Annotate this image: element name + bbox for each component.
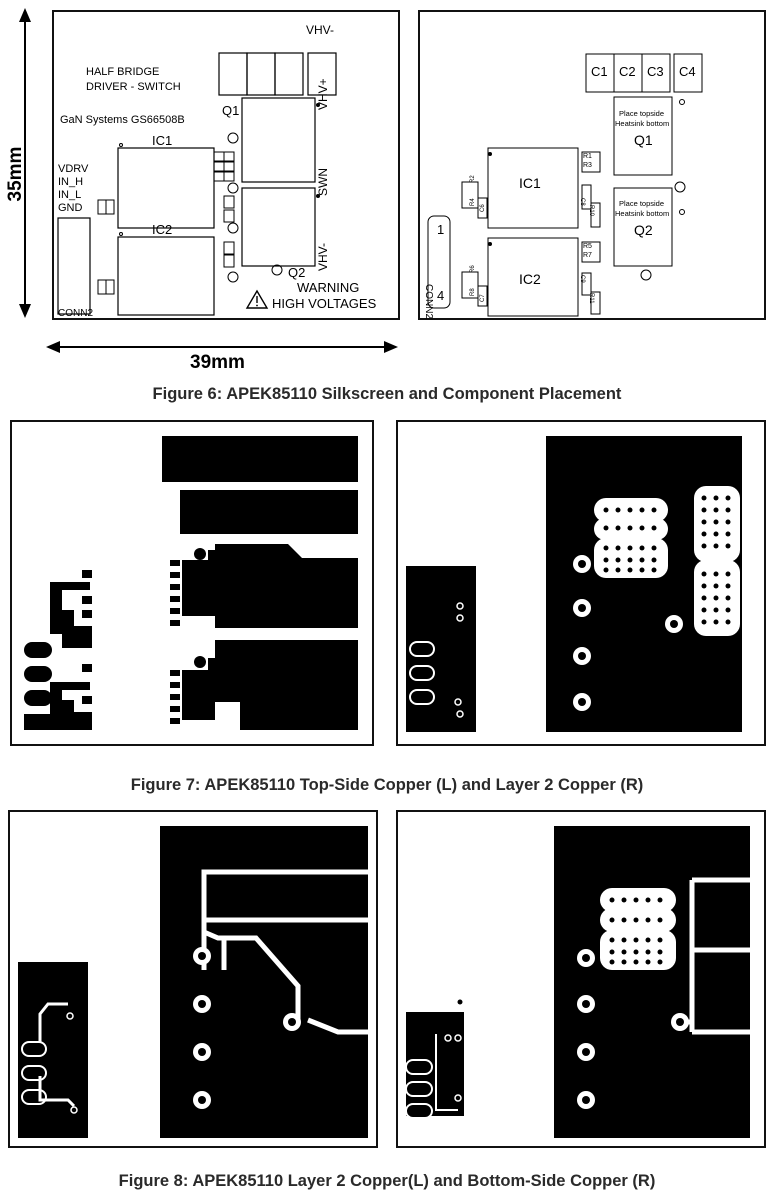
connector-label: CONN2 — [58, 308, 94, 319]
res-label-r5: R5 — [583, 243, 592, 250]
q2-label: Q2 — [288, 265, 306, 280]
figure8-caption: Figure 8: APEK85110 Layer 2 Copper(L) an… — [118, 1172, 656, 1190]
q2-placement-label: Q2 — [634, 222, 653, 238]
place-note-q1-line2: Heatsink bottom — [615, 119, 670, 128]
bottom-side-copper-drawing — [405, 826, 750, 1138]
ic2-label: IC2 — [152, 222, 173, 237]
bottom-side-copper-panel — [396, 810, 766, 1148]
placement-board — [418, 10, 766, 320]
layer2-copper-panel-left — [8, 810, 378, 1148]
placement-drawing — [427, 53, 703, 317]
q1-placement-label: Q1 — [634, 132, 653, 148]
res-label-r2: R2 — [470, 175, 476, 183]
res-label-r6: R6 — [470, 265, 476, 273]
pin-label-in-l: IN_L — [58, 189, 82, 201]
res-label-r11: R11 — [588, 293, 594, 304]
vhv-plus-label: VHV+ — [316, 78, 330, 110]
cap-c3-label: C3 — [647, 64, 664, 79]
res-label-r8: R8 — [470, 288, 476, 296]
swn-label: SWN — [316, 168, 330, 196]
figure7-caption: Figure 7: APEK85110 Top-Side Copper (L) … — [130, 776, 644, 794]
res-label-r1: R1 — [583, 153, 592, 160]
pin-label-in-h: IN_H — [58, 176, 84, 188]
res-label-c6: C6 — [480, 204, 486, 212]
res-label-c7: C7 — [480, 294, 486, 302]
connector-placement-label: CONN2 — [423, 284, 434, 320]
connector-pin-last: 4 — [437, 288, 445, 303]
cap-c1-label: C1 — [591, 64, 608, 79]
top-side-copper-panel — [10, 420, 374, 746]
cap-c4-label: C4 — [679, 64, 696, 79]
layer2-copper-drawing-left — [18, 826, 368, 1138]
pin-label-gnd: GND — [58, 202, 83, 214]
layer2-copper-drawing-right — [406, 436, 742, 732]
silkscreen-board — [52, 10, 400, 320]
board-title-line2: DRIVER - SWITCH — [86, 81, 181, 93]
res-label-r7: R7 — [583, 252, 592, 259]
place-note-q1-line1: Place topside — [619, 109, 665, 118]
silkscreen-drawing — [57, 52, 337, 316]
q1-label: Q1 — [222, 103, 240, 118]
top-side-copper-drawing — [24, 436, 358, 730]
vhv-minus-side-label: VHV- — [316, 242, 330, 271]
dimension-width-label: 39mm — [190, 352, 245, 373]
res-label-c9: C9 — [579, 275, 585, 283]
dimension-height-label: 35mm — [5, 146, 26, 202]
figure6-dimensions — [19, 8, 398, 353]
high-voltages-label: HIGH VOLTAGES — [272, 296, 377, 311]
res-label-r4: R4 — [470, 198, 476, 206]
warning-label: WARNING — [297, 280, 360, 295]
figure6-caption: Figure 6: APEK85110 Silkscreen and Compo… — [152, 385, 622, 403]
res-label-c8: C8 — [579, 198, 585, 206]
cap-c2-label: C2 — [619, 64, 636, 79]
board-title-line1: HALF BRIDGE — [86, 66, 160, 78]
ic1-label: IC1 — [152, 133, 173, 148]
pin-label-vdrv: VDRV — [58, 163, 89, 175]
res-label-r10: R10 — [588, 205, 594, 217]
res-label-r3: R3 — [583, 162, 592, 169]
connector-pin-first: 1 — [437, 222, 445, 237]
brand-label: GaN Systems GS66508B — [60, 114, 185, 126]
ic2-placement-label: IC2 — [519, 271, 541, 287]
place-note-q2-line2: Heatsink bottom — [615, 209, 670, 218]
layer2-copper-panel-right — [396, 420, 766, 746]
ic1-placement-label: IC1 — [519, 175, 541, 191]
place-note-q2-line1: Place topside — [619, 199, 665, 208]
vhv-minus-top-label: VHV- — [306, 23, 335, 37]
